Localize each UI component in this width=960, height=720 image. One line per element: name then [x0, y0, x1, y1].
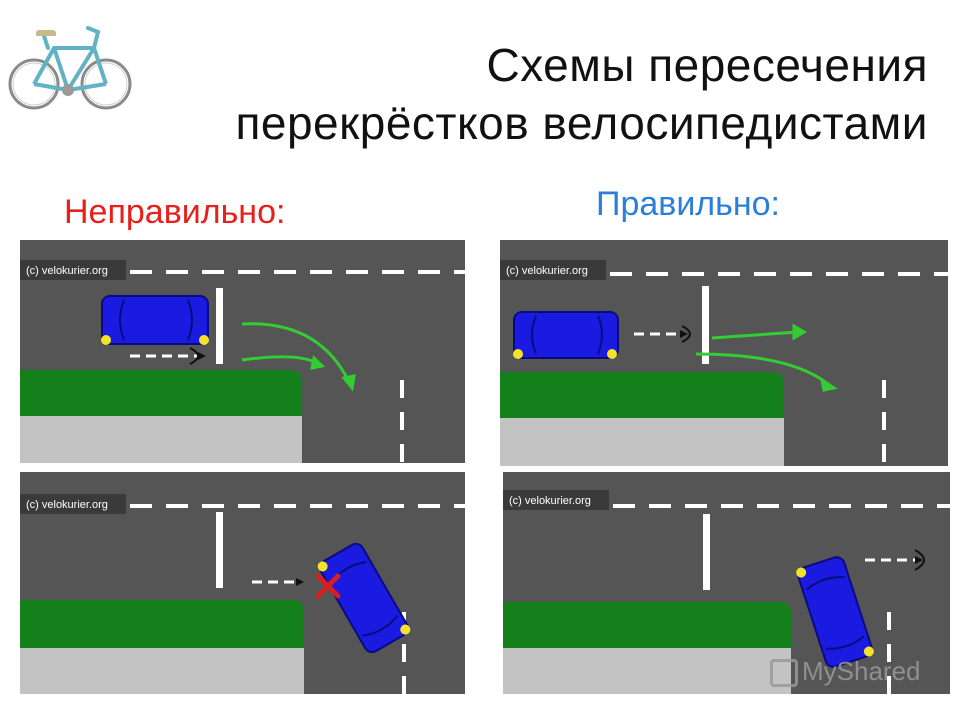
title-line-1: Схемы пересечения — [486, 39, 928, 91]
wrong-scene-bottom: (c) velokurier.org — [20, 472, 465, 694]
green-arrows — [695, 323, 838, 392]
cyclist — [634, 325, 691, 343]
cyclist — [130, 347, 206, 365]
green-arrows — [241, 322, 356, 392]
stop-line — [216, 512, 223, 588]
page-title: Схемы пересечения перекрёстков велосипед… — [128, 36, 928, 152]
right-label: Правильно: — [596, 185, 780, 223]
car — [796, 556, 874, 668]
credit-box — [503, 490, 609, 510]
sidewalk — [503, 648, 791, 694]
watermark-text: MyShared — [802, 656, 921, 686]
wrong-label: Неправильно: — [64, 193, 286, 231]
right-scene-top: (c) velokurier.org — [500, 240, 948, 466]
cyclist — [252, 578, 304, 586]
cross-mark-icon — [315, 573, 341, 599]
stop-line — [216, 288, 223, 364]
wrong-scene-top: (c) velokurier.org — [20, 240, 465, 463]
watermark: MyShared — [770, 656, 921, 688]
cyclist — [865, 549, 925, 571]
watermark-icon — [770, 659, 798, 688]
credit-text: (c) velokurier.org — [26, 499, 108, 511]
sidewalk — [20, 648, 304, 694]
credit-box — [20, 260, 126, 280]
bicycle-icon — [8, 26, 132, 110]
stop-line — [703, 514, 710, 590]
credit-box — [20, 494, 126, 514]
credit-text: (c) velokurier.org — [506, 265, 588, 277]
car — [513, 311, 619, 359]
right-scene-bottom: (c) velokurier.org — [503, 472, 950, 694]
credit-text: (c) velokurier.org — [26, 265, 108, 277]
credit-box — [500, 260, 606, 280]
stop-line — [702, 286, 709, 364]
sidewalk — [500, 418, 784, 466]
sidewalk — [20, 416, 302, 463]
car — [101, 295, 209, 345]
credit-text: (c) velokurier.org — [509, 495, 591, 507]
title-line-2: перекрёстков велосипедистами — [235, 97, 928, 149]
